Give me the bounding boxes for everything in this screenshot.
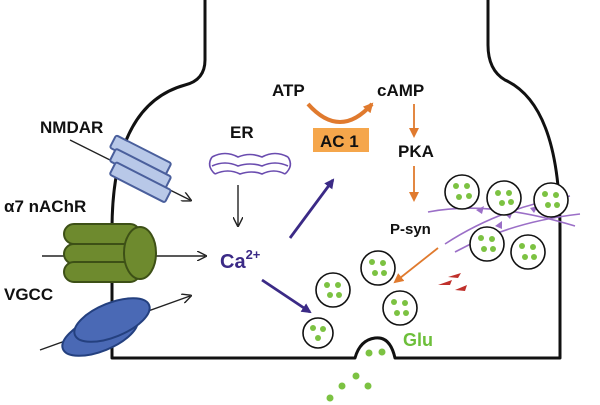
phospho-marks bbox=[438, 273, 467, 291]
ca-to-vesicles-arrow bbox=[261, 278, 312, 314]
vesicle bbox=[302, 317, 334, 349]
vesicle bbox=[469, 226, 505, 262]
a7-nachr-receptor bbox=[42, 223, 205, 283]
nmdar-receptor bbox=[69, 134, 190, 203]
calcium-label: Ca2+ bbox=[220, 247, 261, 273]
vesicle bbox=[533, 182, 569, 218]
terminal-membrane bbox=[110, 0, 562, 360]
released-glutamate-dots bbox=[326, 348, 386, 402]
a7-nachr-label: α7 nAChR bbox=[4, 197, 86, 216]
vgcc-label: VGCC bbox=[4, 285, 53, 304]
ac1-box bbox=[313, 128, 369, 152]
nmdar-label: NMDAR bbox=[40, 118, 103, 137]
vesicle bbox=[486, 180, 522, 216]
er-label: ER bbox=[230, 123, 254, 142]
vesicle bbox=[360, 250, 396, 286]
camp-label: cAMP bbox=[377, 81, 424, 100]
ca-to-ac1-arrow bbox=[288, 178, 335, 239]
glu-label: Glu bbox=[403, 330, 433, 350]
psyn-label: P-syn bbox=[390, 221, 431, 238]
vesicle bbox=[444, 174, 480, 210]
er-organelle bbox=[208, 152, 292, 175]
atp-to-camp-arrow bbox=[306, 102, 374, 124]
vgcc-channel bbox=[39, 289, 190, 357]
vesicle bbox=[315, 272, 351, 308]
ac1-label: AC 1 bbox=[320, 132, 359, 151]
pka-label: PKA bbox=[398, 142, 434, 161]
atp-label: ATP bbox=[272, 81, 305, 100]
vesicle bbox=[510, 234, 546, 270]
vesicle bbox=[382, 290, 418, 326]
psyn-to-vesicles-arrow bbox=[393, 247, 439, 284]
